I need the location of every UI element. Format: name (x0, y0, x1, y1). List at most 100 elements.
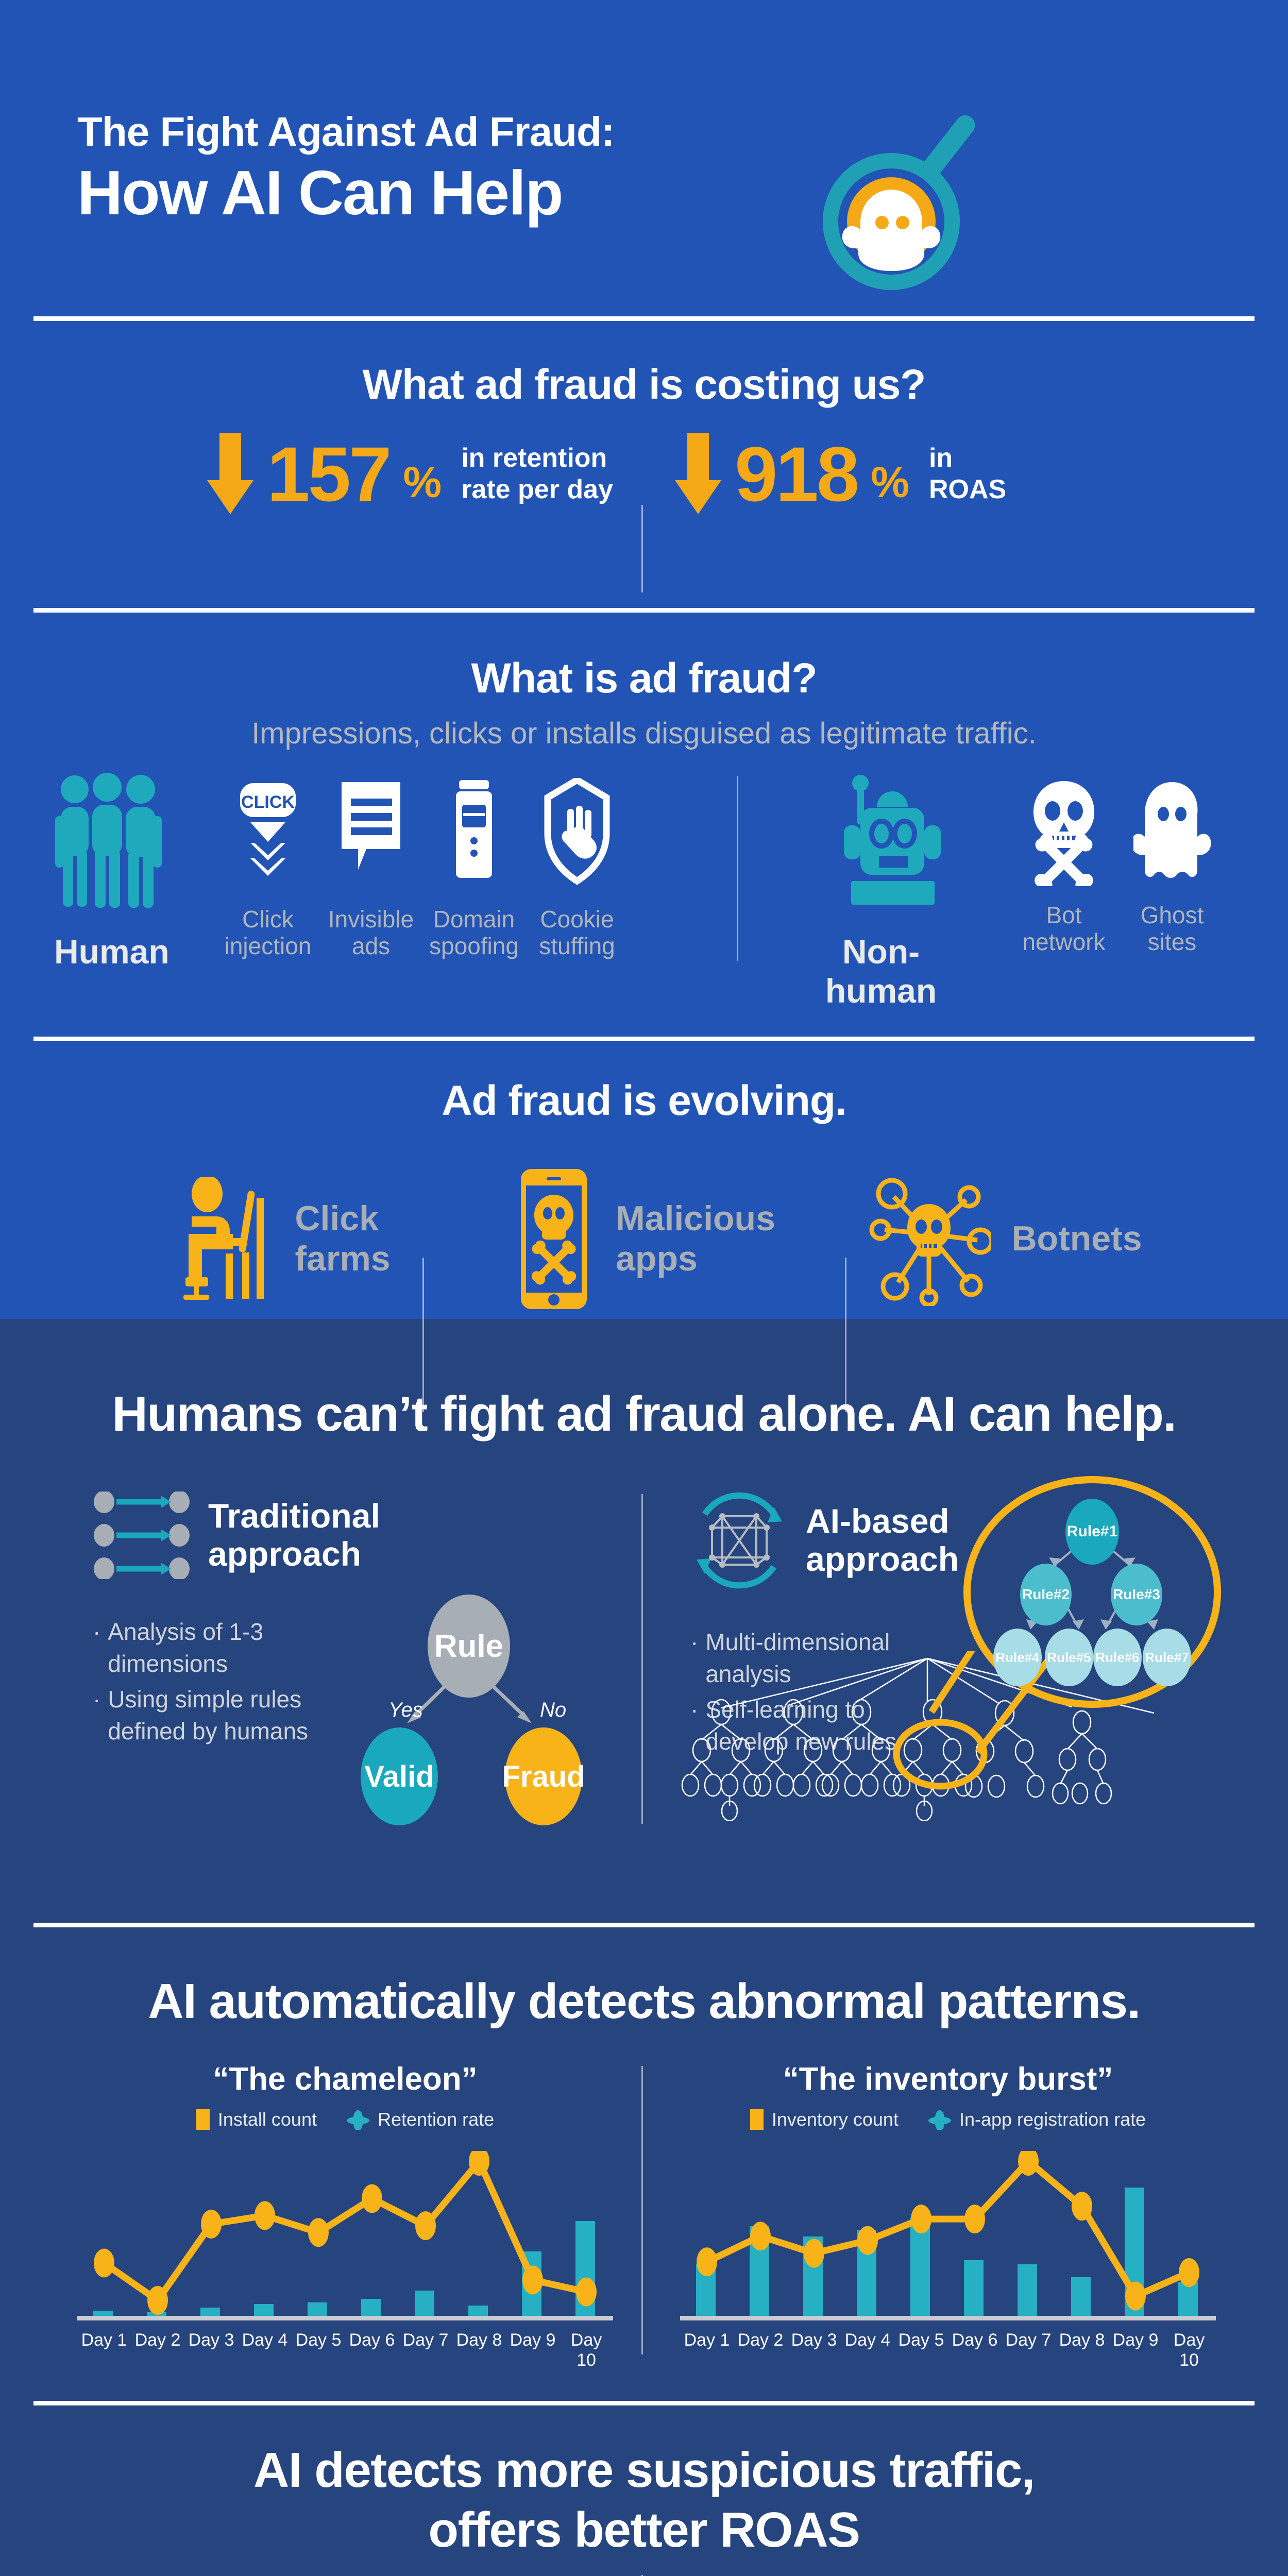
chart-bar (1178, 2281, 1198, 2316)
chart-legend: Install count Retention rate (67, 2109, 623, 2130)
ghost-icon (1131, 782, 1211, 878)
ai-approach-block: AI-based approach · Multi-dimensional an… (681, 1476, 1221, 1821)
click-farm-icon (183, 1177, 264, 1300)
malicious-app-icon (521, 1169, 587, 1309)
evolving-item-label: Botnets (1011, 1219, 1142, 1259)
cookie-stuffing-icon (544, 776, 610, 885)
legend-item-inventory-count: Inventory count (750, 2109, 899, 2130)
chart-bar (308, 2302, 327, 2316)
legend-swatch-marker-icon (928, 2110, 951, 2130)
chart-baseline (77, 2316, 613, 2320)
chart-line-series (697, 2151, 1199, 2311)
approaches-divider (641, 1494, 643, 1824)
cost-heading: What ad fraud is costing us? (362, 361, 926, 408)
legend-label: Retention rate (377, 2109, 495, 2130)
legend-item-install-count: Install count (196, 2109, 317, 2130)
chart-bar (415, 2290, 434, 2316)
botnet-skull-icon (869, 1178, 991, 1306)
ai-tree-node-4: Rule#4 (993, 1629, 1042, 1686)
fraud-type-label: Ghost sites (1140, 902, 1204, 955)
divider-1 (33, 316, 1255, 321)
arrow-down-icon (207, 433, 254, 514)
ai-approach-title: AI-based approach (806, 1502, 959, 1578)
chart-bar (1018, 2264, 1037, 2316)
header-section: The Fight Against Ad Fraud: How AI Can H… (0, 93, 1288, 299)
chart-x-tick-label: Day 3 (188, 2330, 234, 2350)
chart-x-tick-label: Day 6 (952, 2330, 998, 2350)
ai-tree-node-3: Rule#3 (1111, 1564, 1162, 1625)
bullet-dot: · (690, 1629, 699, 1655)
bullet-text: Using simple rules defined by humans (108, 1686, 309, 1744)
results-heading-line2: offers better ROAS (428, 2502, 860, 2557)
header-title-line2: How AI Can Help (77, 158, 564, 228)
chart-x-tick-label: Day 9 (1112, 2330, 1159, 2350)
cost-stat-retention: 157 % in retention rate per day (149, 433, 613, 515)
ai-tree-node-7: Rule#7 (1143, 1629, 1191, 1686)
cost-stat-value-1: 157 (267, 431, 392, 517)
chart-x-tick-label: Day 1 (81, 2330, 127, 2350)
nonhuman-group: Non-human (809, 772, 953, 1010)
legend-label: Install count (217, 2109, 317, 2130)
legend-swatch-marker-icon (346, 2110, 369, 2130)
traditional-approach-title: Traditional approach (208, 1497, 380, 1573)
cost-stat-value-2: 918 (735, 431, 859, 517)
chart-plot-area (77, 2151, 613, 2320)
divider-5 (33, 2401, 1255, 2405)
approaches-heading: Humans can’t fight ad fraud alone. AI ca… (112, 1386, 1177, 1442)
chart-bar (200, 2307, 220, 2316)
chart-x-tick-label: Day 9 (510, 2330, 556, 2350)
chart-line-series (94, 2151, 597, 2315)
evolving-divider-2 (845, 1258, 846, 1412)
chart-x-tick-label: Day 7 (1005, 2330, 1052, 2350)
legend-label: In-app registration rate (959, 2109, 1146, 2130)
results-heading-line1: AI detects more suspicious traffic, (253, 2443, 1035, 2498)
evolving-item-label: Click farms (295, 1199, 391, 1278)
nonhuman-label: Non-human (825, 933, 937, 1010)
divider-2 (33, 608, 1255, 613)
cost-stats-divider (641, 505, 643, 592)
bullet-dot: · (93, 1618, 101, 1645)
nonhuman-fraud-types: Bot network Ghost sites (1010, 778, 1226, 955)
domain-spoofing-icon (456, 780, 492, 878)
evolving-item-botnets: Botnets (824, 1172, 1185, 1306)
ai-tree-node-2: Rule#2 (1020, 1564, 1072, 1625)
skull-crossbones-icon (1033, 781, 1094, 892)
chart-baseline (680, 2316, 1216, 2320)
evolving-section: Ad fraud is evolving. (0, 1077, 1288, 1412)
divider-4 (33, 1923, 1255, 1927)
background-band-top (0, 0, 1288, 1319)
human-fraud-types: CLICK Click injection Invisible ads (216, 776, 629, 959)
fraud-type-click-injection: CLICK Click injection (216, 778, 319, 959)
chart-x-tick-label: Day 4 (242, 2330, 288, 2350)
bullet-dot: · (93, 1686, 101, 1713)
evolving-item-click-farms: Click farms (103, 1177, 464, 1301)
chart-x-tick-label: Day 7 (402, 2330, 449, 2350)
traditional-approach-bullets: · Analysis of 1-3 dimensions · Using sim… (93, 1616, 309, 1748)
ai-tree-node-5: Rule#5 (1045, 1629, 1093, 1686)
chart-inventory-burst: “The inventory burst” Inventory count In… (670, 2061, 1226, 2370)
fraud-type-label: Cookie stuffing (539, 906, 615, 959)
magnifier-ghost-icon (823, 115, 975, 290)
definition-subheading: Impressions, clicks or installs disguise… (251, 717, 1037, 750)
ai-tree-node-1: Rule#1 (1065, 1499, 1119, 1565)
cost-stat-caption-1: in retention rate per day (461, 443, 613, 504)
chart-title: “The inventory burst” (783, 2061, 1113, 2097)
tree-node-rule: Rule (428, 1595, 510, 1698)
tree-edge-label-no: No (540, 1699, 567, 1721)
legend-label: Inventory count (771, 2109, 899, 2130)
svg-text:CLICK: CLICK (241, 792, 295, 812)
chart-x-tick-label: Day 8 (1059, 2330, 1105, 2350)
charts-divider (641, 2066, 643, 2354)
rule-decision-tree: Rule Yes No Valid Fraud (335, 1589, 623, 1825)
legend-swatch-bar-icon (196, 2109, 210, 2130)
divider-3 (33, 1037, 1255, 1041)
fraud-type-label: Click injection (224, 906, 312, 959)
approaches-section: Humans can’t fight ad fraud alone. AI ca… (0, 1386, 1288, 1901)
fraud-type-bot-network: Bot network (1010, 778, 1118, 955)
chart-x-tick-label: Day 2 (737, 2330, 784, 2350)
cost-stat-caption-2: in ROAS (928, 443, 1007, 504)
chart-x-tick-label: Day 5 (898, 2330, 944, 2350)
human-group: Human (54, 773, 170, 971)
